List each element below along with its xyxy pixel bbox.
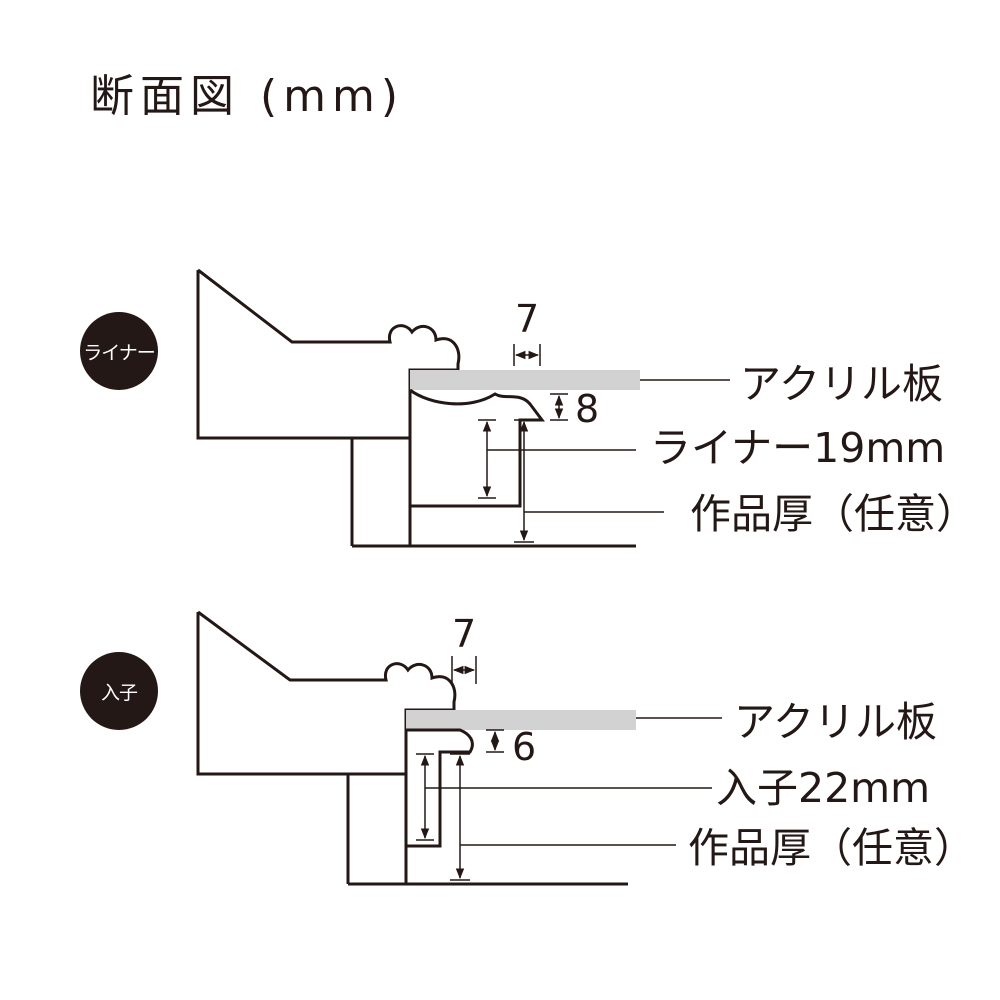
liner-frame-outline — [196, 268, 461, 546]
liner-acrylic-sheet — [410, 370, 640, 390]
inset-profile — [406, 728, 474, 848]
inset-artwork-label: 作品厚（任意） — [688, 824, 975, 872]
inset-badge: 入子 — [80, 652, 158, 730]
inset-acrylic-label: アクリル板 — [734, 698, 937, 746]
liner-artwork-label: 作品厚（任意） — [690, 490, 977, 538]
liner-badge: ライナー — [80, 312, 158, 390]
page-title: 断面図 (mm) — [90, 71, 405, 122]
liner-depth-value: 8 — [575, 387, 600, 431]
inset-part-label: 入子22mm — [716, 764, 931, 812]
inset-acrylic-sheet — [406, 710, 636, 730]
liner-section-drawing — [196, 268, 730, 548]
inset-frame-outline — [196, 610, 457, 884]
liner-width-value: 7 — [515, 297, 540, 341]
inset-depth-value: 6 — [512, 725, 537, 769]
liner-profile — [409, 388, 545, 508]
inset-width-value: 7 — [452, 612, 477, 656]
liner-part-label: ライナー19mm — [650, 424, 946, 472]
liner-acrylic-label: アクリル板 — [740, 360, 943, 408]
inset-section-drawing — [196, 610, 722, 886]
